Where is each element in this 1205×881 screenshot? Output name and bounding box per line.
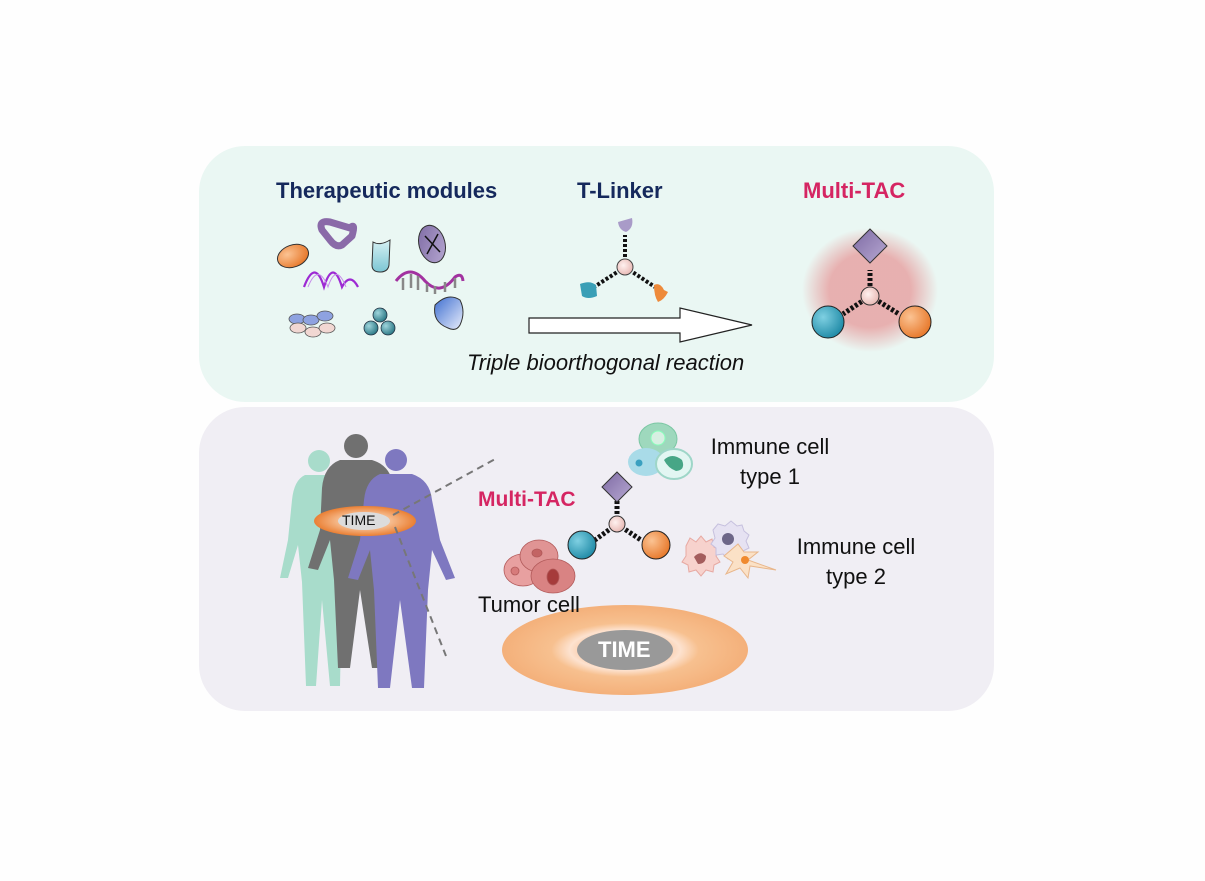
- t-linker-icon: [580, 218, 668, 302]
- module-cell-cluster-icon: [288, 310, 336, 338]
- multi-tac-bound-icon: [567, 471, 671, 560]
- immune-cell-type2-line2: type 2: [826, 564, 886, 589]
- immune-cell-type1-label: Immune cell type 1: [700, 432, 840, 492]
- reaction-label: Triple bioorthogonal reaction: [467, 350, 745, 375]
- immune-cell-type1-line2: type 1: [740, 464, 800, 489]
- module-antibody-fragment-icon: [277, 243, 309, 269]
- module-nanoparticle-icon: [363, 307, 396, 336]
- time-microenvironment-icon: [502, 605, 748, 695]
- tumor-cell-label: Tumor cell: [478, 592, 580, 617]
- human-figures-icon: [280, 434, 498, 688]
- module-protein-domain-icon: [434, 296, 464, 330]
- immune-cell-type2-line1: Immune cell: [796, 534, 916, 559]
- multi-tac-molecule-icon: [802, 228, 938, 352]
- immune-cell-type2-icon: [681, 520, 777, 580]
- zoom-line-upper: [392, 457, 498, 516]
- tumor-cell-icon: [503, 539, 576, 594]
- module-peptide-icon: [317, 218, 358, 250]
- multi-tac-heading: Multi-TAC: [803, 178, 906, 203]
- immune-cell-type1-icon: [628, 422, 693, 480]
- module-nanobody-icon: [418, 224, 446, 264]
- immune-cell-type2-label: Immune cell type 2: [786, 532, 926, 592]
- therapeutic-modules-heading: Therapeutic modules: [276, 178, 498, 203]
- multi-tac-bottom-label: Multi-TAC: [478, 488, 576, 511]
- body-time-core: [338, 512, 390, 530]
- module-mrna-icon: [302, 271, 359, 291]
- time-label: TIME: [598, 637, 651, 662]
- module-aptamer-icon: [394, 270, 465, 294]
- reaction-arrow-icon: [528, 307, 753, 343]
- module-small-protein-icon: [371, 239, 391, 273]
- t-linker-heading: T-Linker: [577, 178, 663, 203]
- immune-cell-type1-line1: Immune cell: [710, 434, 830, 459]
- body-time-label: TIME: [342, 512, 376, 528]
